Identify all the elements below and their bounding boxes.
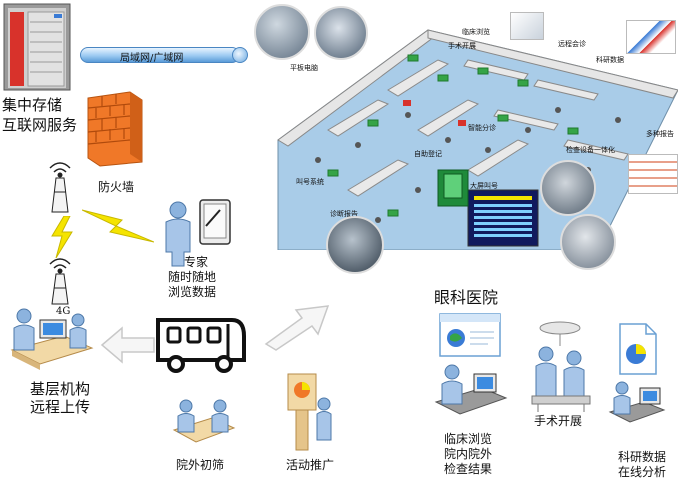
research-desk-icon xyxy=(608,381,666,423)
surgery-scene-icon xyxy=(531,321,591,412)
network-label: 局域网/广域网 xyxy=(120,53,184,64)
map-label-queue: 叫号系统 xyxy=(296,178,324,186)
outpatient-screening-label: 院外初筛 xyxy=(176,458,225,472)
lightning-icon-vertical xyxy=(51,216,73,258)
antenna-icon-bottom xyxy=(49,258,71,305)
signal-4g-label: 4G xyxy=(56,306,71,317)
arrow-left-icon xyxy=(100,326,155,364)
promotion-board-icon xyxy=(287,373,332,451)
map-label-register: 自助登记 xyxy=(414,150,442,158)
map-label-devices: 检查设备一体化 xyxy=(566,146,615,154)
expert-label-2: 随时随地 xyxy=(168,270,217,284)
photo-card-monitor xyxy=(510,12,544,40)
photo-inset-lab xyxy=(560,214,616,270)
map-label-tablet: 平板电脑 xyxy=(290,64,318,72)
clinical-label-1: 临床浏览 xyxy=(444,432,493,446)
map-label-multi-report: 多种报告 xyxy=(646,130,674,138)
screening-desk-icon xyxy=(172,399,236,443)
research-document-icon xyxy=(619,323,657,375)
map-label-report: 诊断报告 xyxy=(330,210,358,218)
photo-card-chart xyxy=(626,20,676,54)
map-label-triage: 智能分诊 xyxy=(468,124,496,132)
storage-label-2: 互联网服务 xyxy=(2,116,78,134)
server-icon xyxy=(3,3,71,91)
map-label-surgery: 手术开展 xyxy=(448,42,476,50)
firewall-icon xyxy=(87,91,143,167)
expert-label-3: 浏览数据 xyxy=(168,285,217,299)
surgery-label: 手术开展 xyxy=(534,414,583,428)
network-pipe-cap xyxy=(232,47,248,63)
eye-hospital-label: 眼科医院 xyxy=(434,288,499,307)
firewall-label: 防火墙 xyxy=(98,180,135,194)
map-label-research: 科研数据 xyxy=(596,56,624,64)
research-label-1: 科研数据 xyxy=(618,450,667,464)
map-label-clinical: 临床浏览 xyxy=(462,28,490,36)
grassroots-label-2: 远程上传 xyxy=(30,398,91,416)
clinical-label-2: 院内院外 xyxy=(444,447,493,461)
antenna-icon-top xyxy=(49,162,71,213)
research-label-2: 在线分析 xyxy=(618,465,667,479)
map-label-remote: 远程会诊 xyxy=(558,40,586,48)
browser-window-icon xyxy=(439,313,501,357)
expert-figure-icon xyxy=(165,199,231,267)
storage-label-1: 集中存储 xyxy=(2,96,63,114)
expert-label-1: 专家 xyxy=(184,255,209,269)
promotion-label: 活动推广 xyxy=(286,458,335,472)
map-label-screen: 大屏叫号 xyxy=(470,182,498,190)
photo-card-reports xyxy=(628,154,678,194)
arrow-up-right-icon xyxy=(264,305,330,351)
grassroots-label-1: 基层机构 xyxy=(30,380,91,398)
photo-inset-clinic xyxy=(254,4,310,60)
photo-inset-device xyxy=(326,216,384,274)
bus-icon xyxy=(156,318,246,373)
lightning-icon-horizontal xyxy=(82,209,154,243)
grassroots-desk-icon xyxy=(10,308,94,370)
photo-inset-doctor xyxy=(314,6,368,60)
photo-inset-exam xyxy=(540,160,596,216)
clinical-label-3: 检查结果 xyxy=(444,462,493,476)
clinical-desk-icon xyxy=(434,364,508,415)
